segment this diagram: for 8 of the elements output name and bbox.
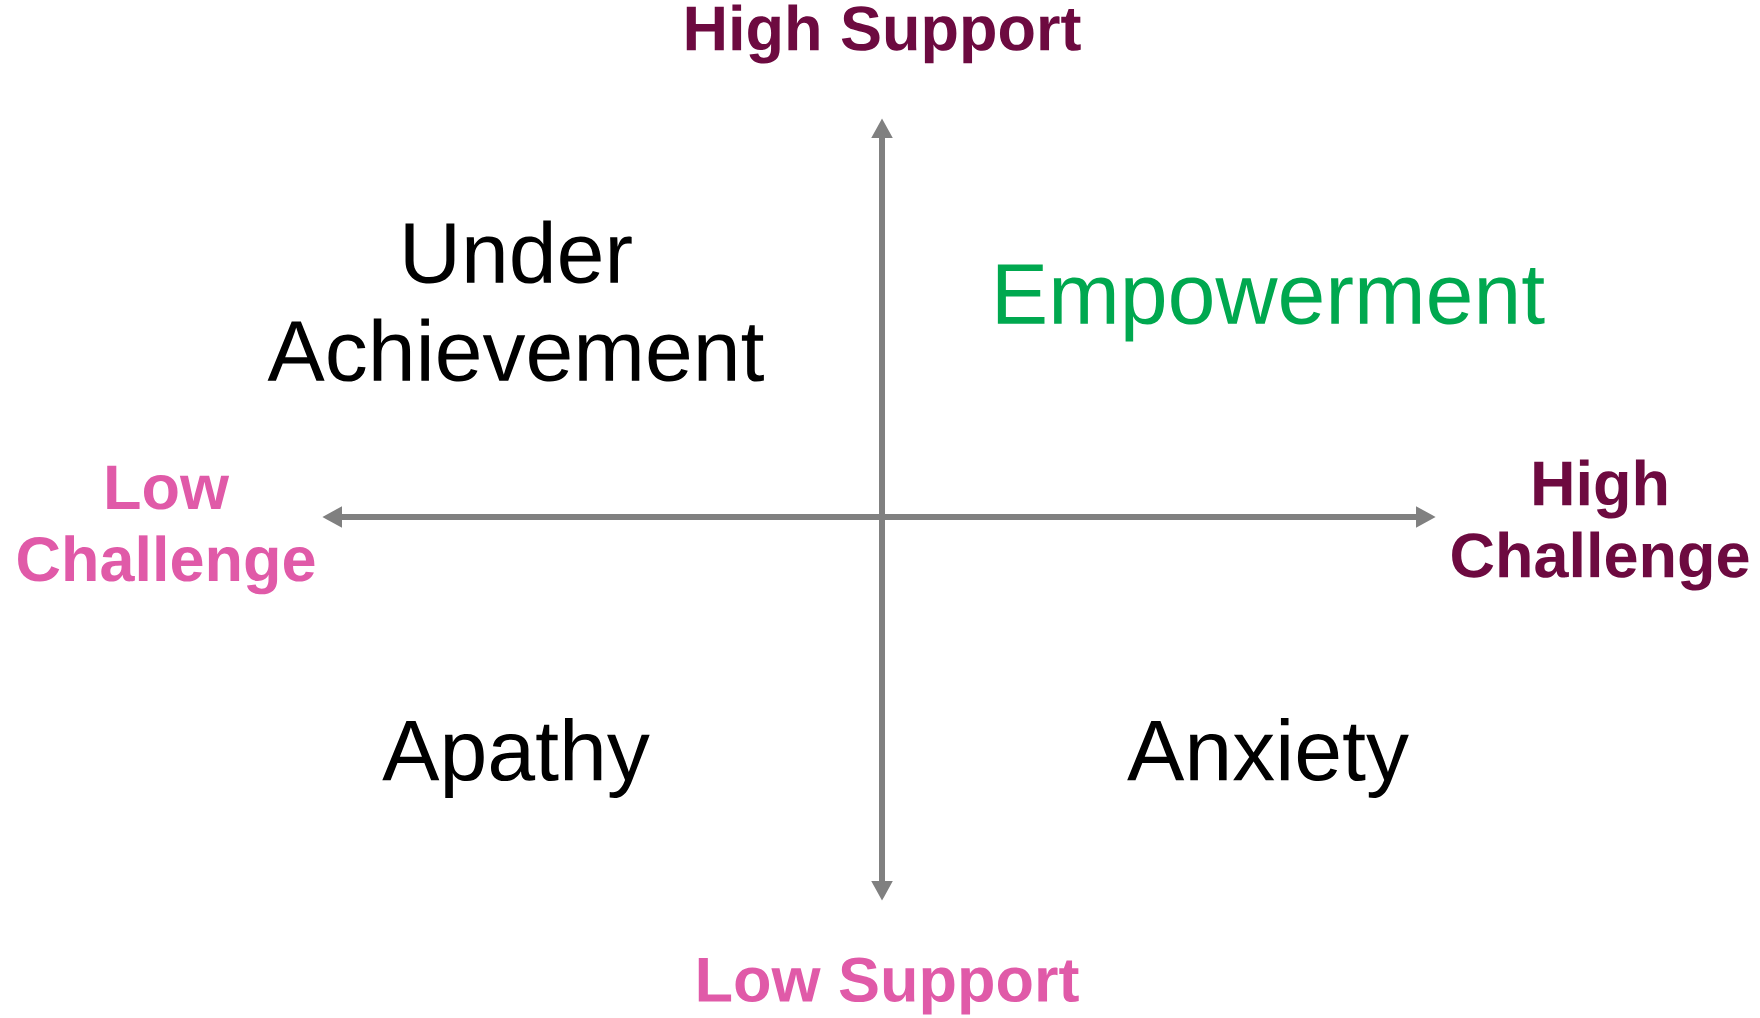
axis-label: Low Challenge [18,465,315,595]
axis-label: High Support [686,4,1081,64]
axis-label: High Challenge [1452,459,1749,591]
quadrant-label: Empowerment [997,264,1545,342]
axis-label: Low Support [698,957,1079,1015]
quadrant-label: Apathy [382,717,650,799]
quadrant-label: Anxiety [1127,717,1409,799]
quadrant-label: Under Achievement [267,220,764,382]
